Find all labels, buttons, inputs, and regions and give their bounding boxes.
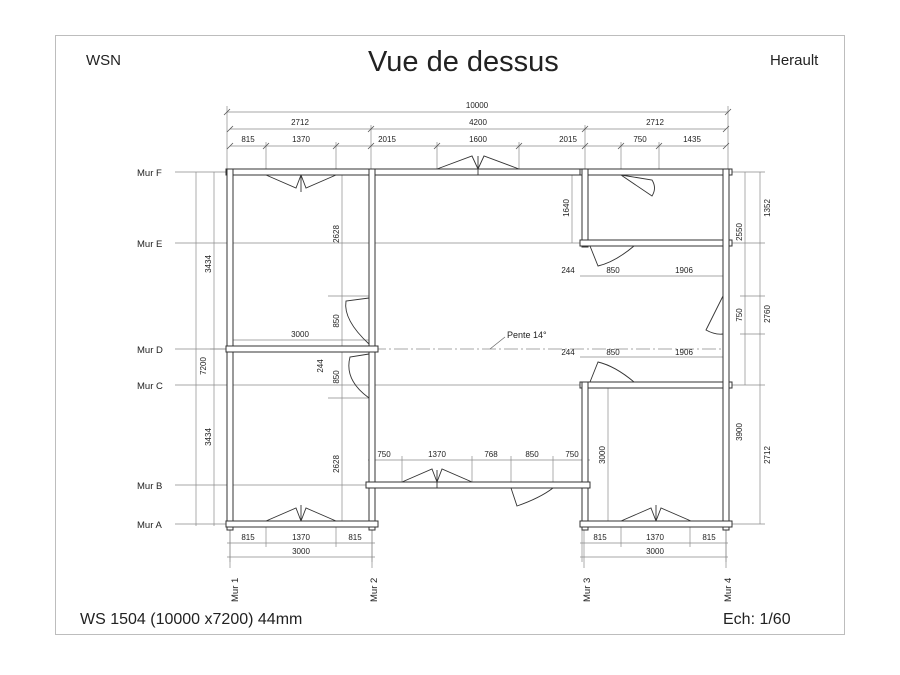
wall-label-a: Mur A: [137, 520, 162, 531]
dim-mur-d-length: 3000: [291, 330, 309, 339]
wall-label-e: Mur E: [137, 239, 162, 250]
dim-far-right-2760: 2760: [763, 305, 772, 323]
dim-top-r-750: 750: [633, 135, 647, 144]
dim-bot-r-815a: 815: [593, 533, 607, 542]
dim-mur-b-850: 850: [525, 450, 539, 459]
dim-door-d-lower: 850: [332, 370, 341, 384]
dim-bot-r-3000: 3000: [646, 547, 664, 556]
dim-bot-l-1370: 1370: [292, 533, 310, 542]
dim-far-right-2550: 2550: [735, 223, 744, 241]
dim-top-m-1600: 1600: [469, 135, 487, 144]
dim-mur-b-750a: 750: [377, 450, 391, 459]
drawing-code: WSN: [86, 52, 121, 69]
dim-top-mid-span: 4200: [469, 118, 487, 127]
dimension-lines: [175, 106, 765, 568]
dim-right-e-850: 850: [606, 266, 620, 275]
dim-far-right-1352: 1352: [763, 199, 772, 217]
dim-top-l-1370: 1370: [292, 135, 310, 144]
dim-mur-b-1370: 1370: [428, 450, 446, 459]
wall-label-d: Mur D: [137, 345, 163, 356]
dim-far-right-3900: 3900: [735, 423, 744, 441]
dim-bot-r-1370: 1370: [646, 533, 664, 542]
dim-right-c-1906: 1906: [675, 348, 693, 357]
dim-far-right-750: 750: [735, 308, 744, 322]
dim-total-width: 10000: [466, 101, 489, 110]
dim-mur3-3000: 3000: [598, 446, 607, 464]
drawing-title: Vue de dessus: [368, 46, 559, 78]
dim-top-m-2015b: 2015: [559, 135, 577, 144]
dim-top-right-span: 2712: [646, 118, 664, 127]
wall-label-4: Mur 4: [723, 578, 734, 602]
dim-inner-lower: 2628: [332, 455, 341, 473]
wall-labels: Mur F Mur E Mur D Mur C Mur B Mur A Mur …: [137, 168, 734, 602]
wall-label-3: Mur 3: [582, 578, 593, 602]
dim-bot-l-815a: 815: [241, 533, 255, 542]
walls: [225, 168, 733, 531]
dim-top-left-span: 2712: [291, 118, 309, 127]
dimension-texts: 10000 2712 4200 2712 815 1370 2015 1600 …: [241, 101, 716, 556]
wall-label-c: Mur C: [137, 381, 163, 392]
dim-inner-upper: 2628: [332, 225, 341, 243]
dimension-ticks: [223, 108, 732, 150]
wall-label-2: Mur 2: [369, 578, 380, 602]
region-label: Herault: [770, 52, 819, 69]
dim-left-lower: 3434: [204, 428, 213, 446]
wall-label-b: Mur B: [137, 481, 162, 492]
drawing-sheet: [55, 35, 845, 635]
dim-door-d-upper: 850: [332, 314, 341, 328]
wall-label-f: Mur F: [137, 168, 162, 179]
dim-door-d-gap: 244: [316, 359, 325, 373]
dim-mur-b-750b: 750: [565, 450, 579, 459]
slope-leader: [489, 336, 506, 350]
dim-right-e-1906: 1906: [675, 266, 693, 275]
dim-mur-b-768: 768: [484, 450, 498, 459]
slope-label: Pente 14°: [507, 330, 547, 340]
dim-right-e-244: 244: [561, 266, 575, 275]
dim-top-r-1435: 1435: [683, 135, 701, 144]
wall-label-1: Mur 1: [230, 578, 241, 602]
dim-left-total: 7200: [199, 357, 208, 375]
dim-right-c-850: 850: [606, 348, 620, 357]
scale-label: Ech: 1/60: [723, 611, 791, 628]
dim-left-upper: 3434: [204, 255, 213, 273]
dim-far-right-2712: 2712: [763, 446, 772, 464]
vertical-dimension-texts: 7200 3434 3434 2628 2628 850 244 850 164…: [199, 199, 772, 473]
door-swings: [265, 155, 724, 522]
dim-top-m-2015a: 2015: [378, 135, 396, 144]
dim-bot-l-3000: 3000: [292, 547, 310, 556]
dim-bot-r-815b: 815: [702, 533, 716, 542]
dim-bot-l-815b: 815: [348, 533, 362, 542]
dim-right-e-1640: 1640: [562, 199, 571, 217]
model-label: WS 1504 (10000 x7200) 44mm: [80, 611, 303, 628]
dim-top-l-815: 815: [241, 135, 255, 144]
dim-right-c-244: 244: [561, 348, 575, 357]
